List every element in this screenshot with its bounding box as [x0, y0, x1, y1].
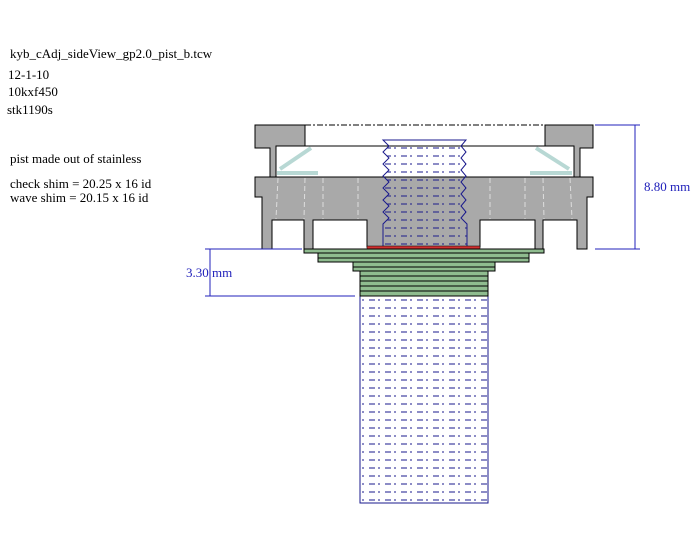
drawing-filename: kyb_cAdj_sideView_gp2.0_pist_b.tcw: [10, 46, 213, 61]
wave-shim-note: wave shim = 20.15 x 16 id: [10, 190, 149, 205]
height-dimension: 8.80 mm: [644, 179, 690, 194]
offset-dimension: 3.30 mm: [186, 265, 232, 280]
right-cap: [544, 124, 594, 178]
drawing-date: 12-1-10: [8, 67, 50, 82]
left-cap: [254, 124, 306, 178]
material-note: pist made out of stainless: [10, 151, 142, 166]
check-shim-note: check shim = 20.25 x 16 id: [10, 176, 152, 191]
brace-springs: [277, 146, 572, 175]
model-label: 10kxf450: [8, 84, 58, 99]
bellows-spring: [381, 139, 468, 248]
piston-rod: [359, 295, 489, 504]
part-label: stk1190s: [7, 102, 53, 117]
shim-stack: [303, 248, 545, 297]
dimension-lines: [205, 124, 640, 297]
